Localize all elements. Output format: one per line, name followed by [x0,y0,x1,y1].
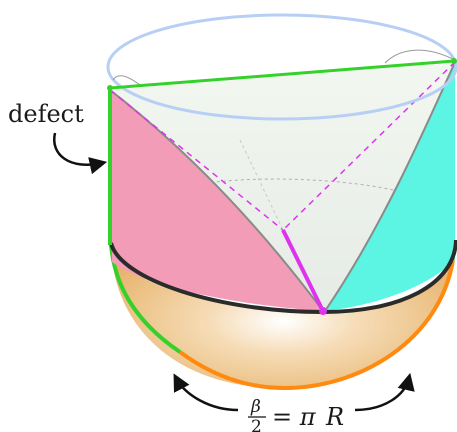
hemisphere-bowl [111,240,455,388]
right-fold-edge [324,61,456,312]
radius-symbol: R [325,403,344,431]
top-rim-ellipse [106,13,457,121]
curved-arrow-icon [52,132,108,175]
rim-arc-left [112,75,141,86]
left-fold-edge [109,89,324,312]
defect-label: defect [8,100,84,128]
top-right-vertex [451,58,457,64]
beta-numerator: β [250,397,261,417]
equals-pi-text: = π [272,403,317,431]
rim-arc-right [384,49,456,64]
grey-dashed-center [239,139,284,231]
magenta-vertex [319,307,327,315]
pink-panel [110,90,323,311]
double-arrow-icon-right [354,372,415,412]
double-arrow-icon-left [173,373,239,412]
green-top-chord [109,59,455,90]
magenta-dashed-left [109,89,284,231]
hidden-ellipse [112,178,451,236]
cyan-panel [325,62,455,311]
magenta-defect-edge [281,229,325,312]
magenta-dashed-right [282,61,456,231]
orange-bowl-rim [178,259,455,391]
fraction-denominator: 2 [251,417,262,432]
